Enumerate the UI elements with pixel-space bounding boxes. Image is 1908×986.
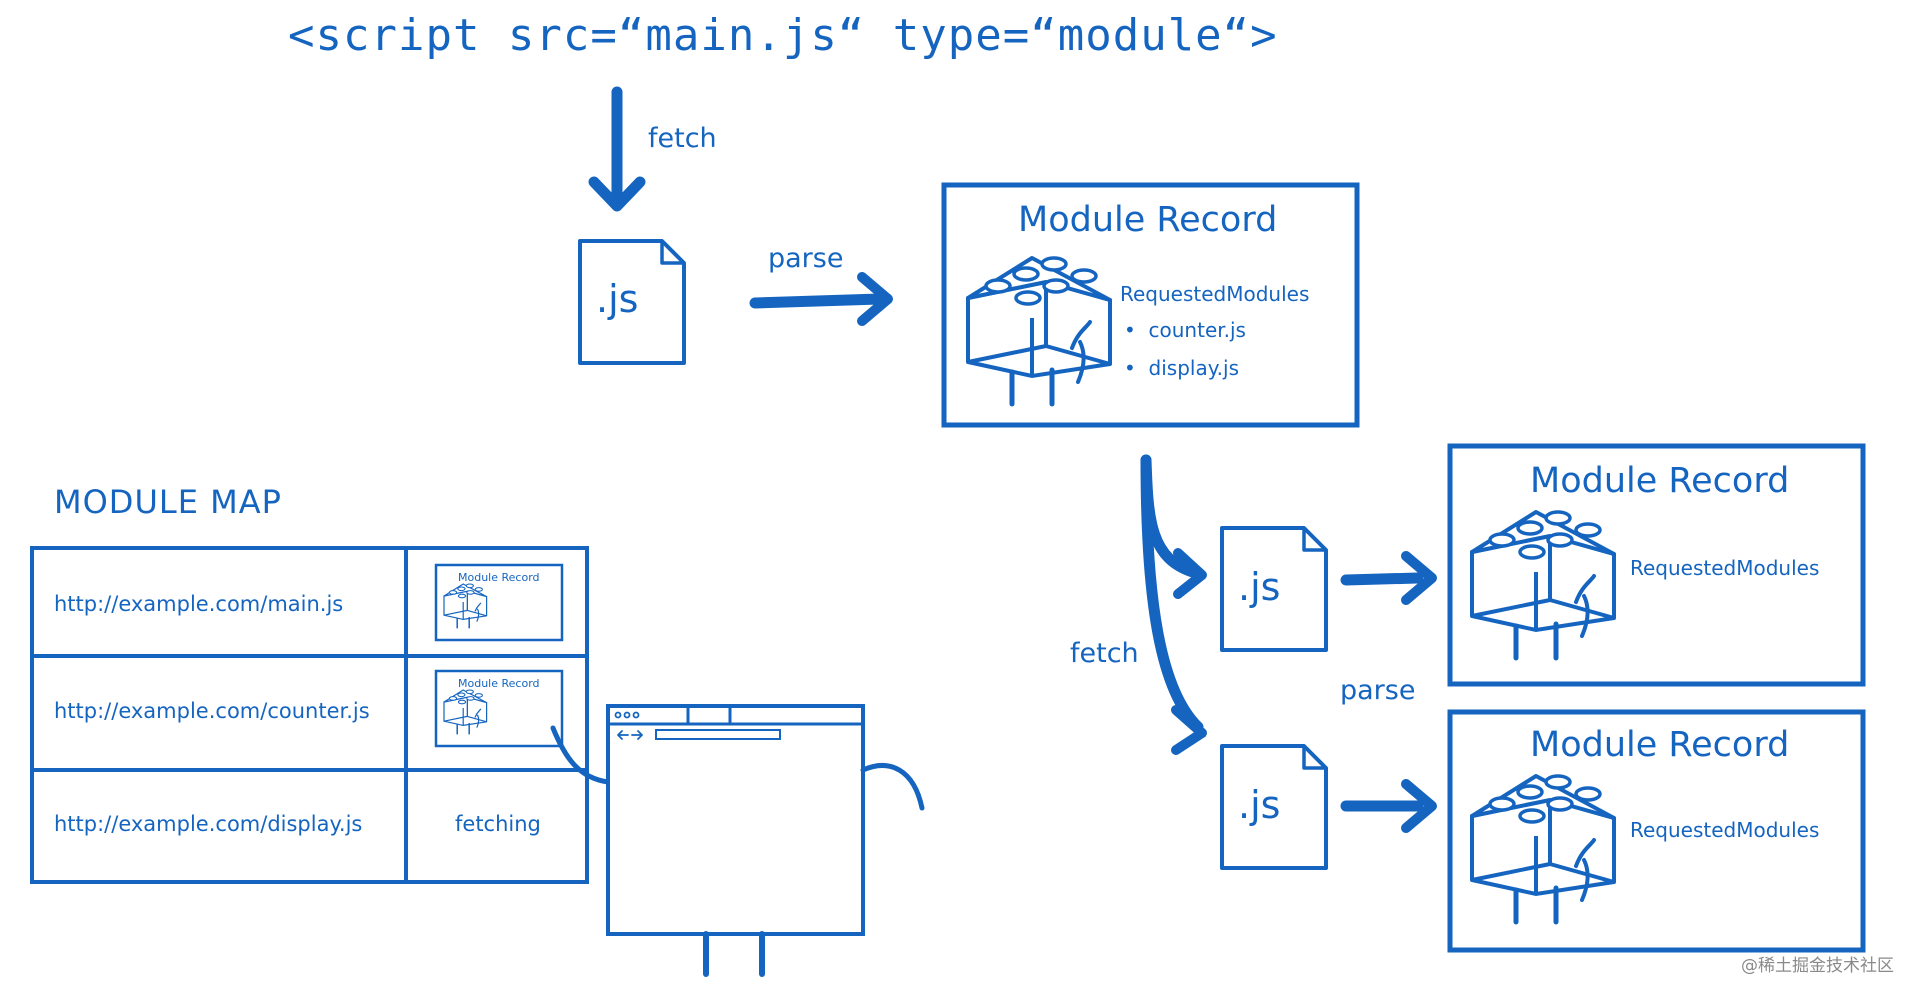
requested-modules-label-counter: RequestedModules [1630, 556, 1820, 580]
mini-module-record-title: Module Record [458, 677, 540, 690]
js-file-label-counter: .js [1238, 565, 1281, 609]
module-map-url: http://example.com/display.js [54, 812, 363, 836]
module-map-url: http://example.com/counter.js [54, 699, 370, 723]
requested-modules-label-display: RequestedModules [1630, 818, 1820, 842]
fetch-label-top: fetch [648, 123, 717, 154]
watermark-text: @稀土掘金技术社区 [1741, 956, 1894, 976]
fetch-label-side: fetch [1070, 638, 1139, 669]
module-record-counter-title: Module Record [1530, 461, 1790, 501]
js-file-label-display: .js [1238, 783, 1281, 827]
parse-label-side: parse [1340, 675, 1416, 706]
requested-modules-label-main: RequestedModules [1120, 282, 1310, 306]
requested-module-item: • display.js [1124, 356, 1240, 380]
module-record-display-title: Module Record [1530, 725, 1790, 765]
mini-module-record-title: Module Record [458, 571, 540, 584]
module-record-main-title: Module Record [1018, 200, 1278, 240]
browser-character-icon [550, 704, 925, 977]
script-tag-code: <script src=“main.js“ type=“module“> [288, 10, 1278, 61]
requested-module-item: • counter.js [1124, 318, 1246, 342]
js-file-label-main: .js [596, 277, 639, 321]
parse-arrow-top [749, 293, 886, 309]
parse-arrow-counter [1340, 572, 1424, 586]
module-map-status-fetching: fetching [455, 812, 541, 836]
module-map-title: MODULE MAP [54, 483, 282, 521]
fetch-arrow-branch-2 [1140, 454, 1204, 733]
module-map-url: http://example.com/main.js [54, 592, 344, 616]
parse-label-top: parse [768, 243, 844, 274]
fetch-arrow-top-head [588, 176, 646, 212]
